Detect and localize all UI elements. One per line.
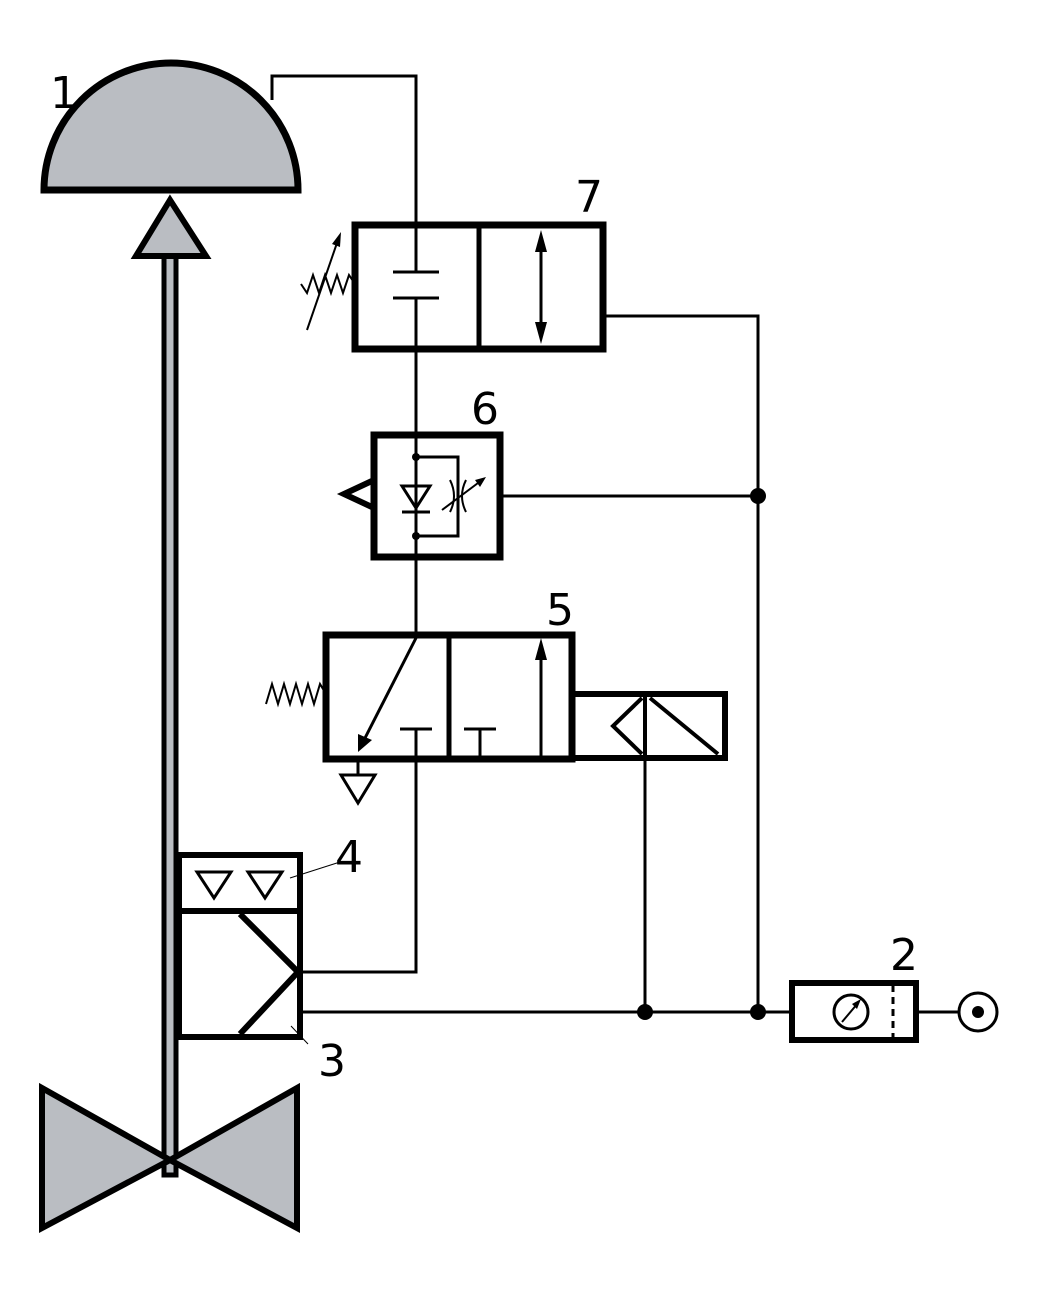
label-booster: 3	[318, 1036, 346, 1087]
valve-stem	[161, 252, 179, 1178]
label-exhaust: 4	[335, 832, 363, 883]
label-supply-unit: 2	[890, 930, 918, 981]
quick-exhaust-box	[176, 852, 303, 914]
label-regulator: 7	[575, 172, 603, 223]
valve-body-right	[163, 1082, 300, 1234]
actuator-dome	[40, 59, 302, 194]
regulator-pilot-line	[603, 314, 760, 1012]
actuator-line	[270, 74, 418, 228]
label-actuator: 1	[50, 68, 78, 119]
stem-arrow-head	[130, 194, 212, 259]
return-spring	[265, 680, 327, 708]
label-flow-control: 6	[471, 384, 499, 435]
flow-control-box	[370, 431, 504, 561]
label-solenoid-valve: 5	[546, 585, 574, 636]
manual-actuator	[336, 477, 376, 511]
solenoid-coil	[569, 691, 728, 761]
valve-body-left	[39, 1082, 177, 1233]
supply-unit-box	[789, 980, 919, 1043]
check-valve-icon	[399, 484, 433, 511]
supply-source-icon	[957, 991, 999, 1033]
adjustable-spring	[300, 271, 356, 297]
exhaust-symbol	[338, 773, 378, 806]
booster-box	[176, 908, 303, 1040]
pressure-gauge-icon	[832, 993, 870, 1031]
